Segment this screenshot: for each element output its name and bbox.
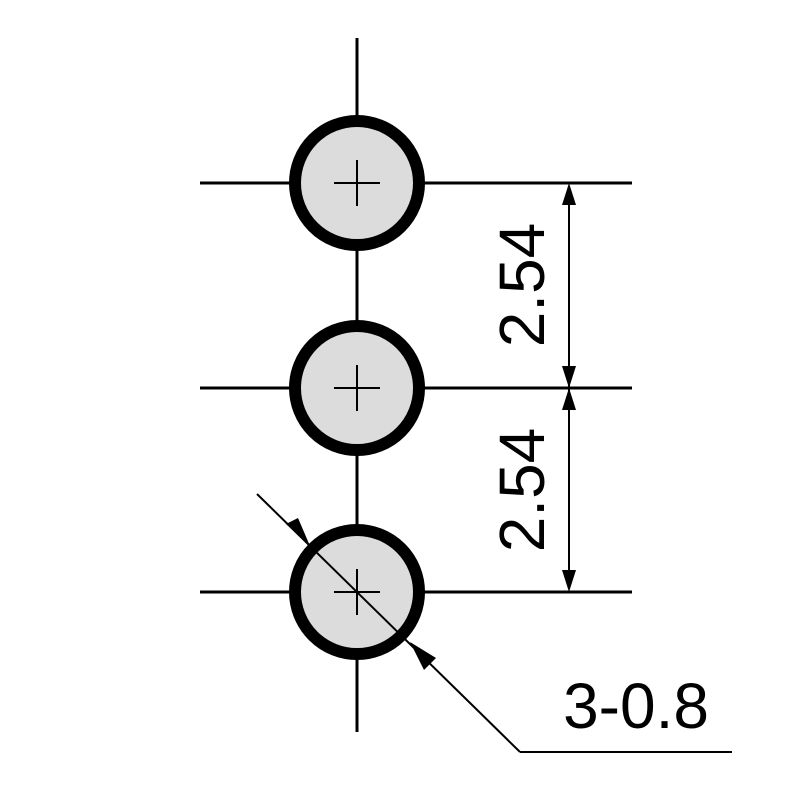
- hole-callout-label: 3-0.8: [563, 670, 709, 742]
- pitch-label-top: 2.54: [486, 223, 558, 348]
- pitch-label-bottom: 2.54: [486, 428, 558, 553]
- diameter-leader: [256, 493, 732, 753]
- pitch-dimension-lines: [562, 183, 576, 592]
- hole-middle: [289, 320, 425, 456]
- hole-top: [289, 115, 425, 251]
